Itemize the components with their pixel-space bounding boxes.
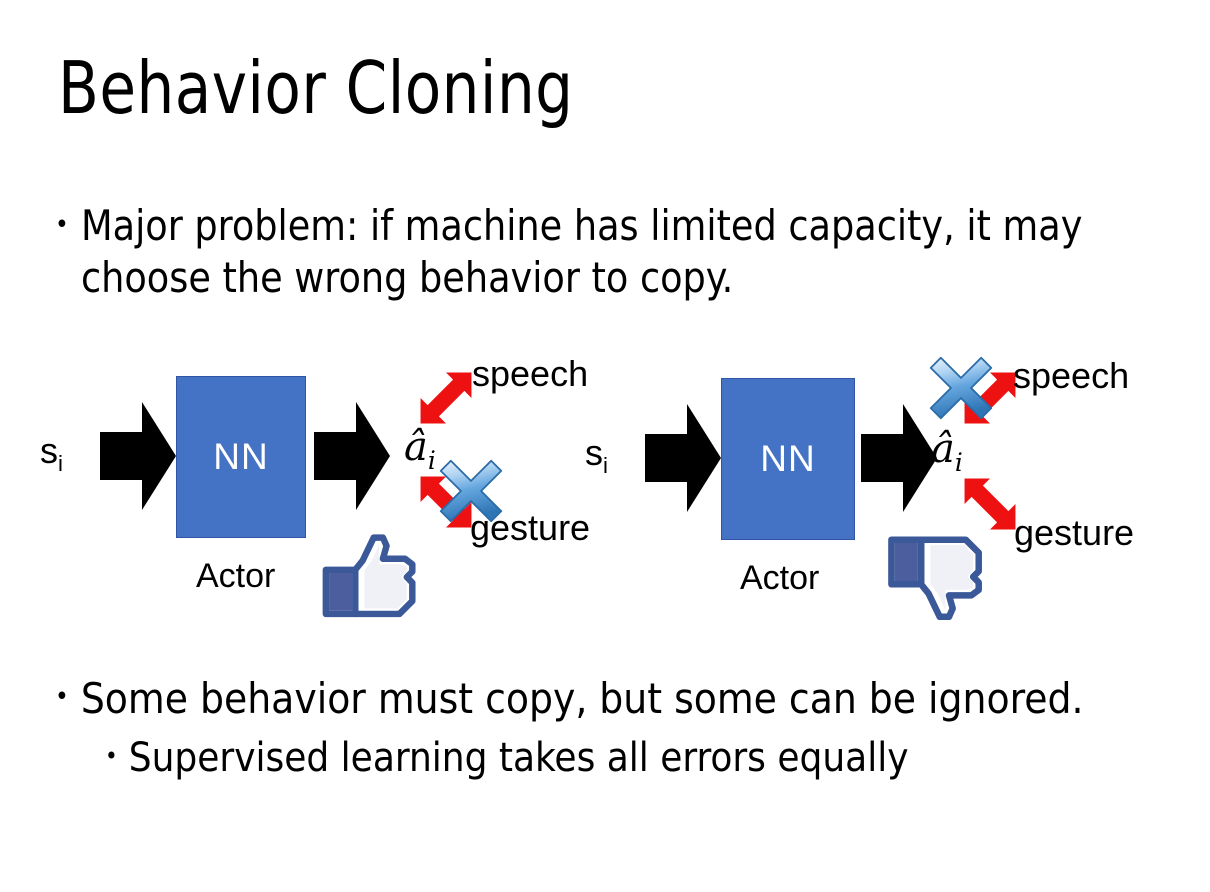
bullet-text: Major problem: if machine has limited ca… bbox=[80, 201, 1083, 302]
state-label-right: si bbox=[585, 432, 608, 479]
output-arrow-right-icon bbox=[861, 398, 937, 518]
gesture-arrow-right-icon bbox=[948, 462, 1032, 546]
bullet-supervised-learning: • Supervised learning takes all errors e… bbox=[105, 732, 1195, 784]
nn-box-right: NN bbox=[721, 378, 855, 540]
thumbs-down-icon bbox=[884, 528, 988, 622]
gesture-label-right: gesture bbox=[1014, 512, 1135, 553]
nn-box-label: NN bbox=[213, 436, 269, 477]
actor-caption-left: Actor bbox=[196, 557, 276, 595]
output-arrow-left-icon bbox=[314, 396, 390, 516]
cross-out-speech-icon bbox=[925, 352, 997, 424]
bullet-marker-icon: • bbox=[55, 210, 69, 240]
bullet-marker-icon: • bbox=[55, 682, 69, 712]
speech-arrow-left-icon bbox=[404, 356, 488, 440]
bullet-major-problem: • Major problem: if machine has limited … bbox=[55, 200, 1145, 304]
gesture-arrow-left-icon bbox=[404, 460, 488, 544]
bullet-text: Supervised learning takes all errors equ… bbox=[128, 735, 909, 781]
action-label-right: âi bbox=[931, 426, 963, 477]
state-label-left: si bbox=[40, 430, 63, 477]
page-title: Behavior Cloning bbox=[58, 46, 574, 130]
input-arrow-right-icon bbox=[645, 398, 721, 518]
action-label-left: âi bbox=[404, 424, 436, 475]
thumbs-up-icon bbox=[318, 533, 422, 625]
nn-box-left: NN bbox=[176, 376, 306, 538]
bullet-some-behavior: • Some behavior must copy, but some can … bbox=[55, 672, 1175, 726]
input-arrow-left-icon bbox=[100, 396, 176, 516]
bullet-text: Some behavior must copy, but some can be… bbox=[80, 674, 1084, 723]
actor-caption-right: Actor bbox=[740, 559, 820, 597]
speech-label-right: speech bbox=[1013, 355, 1130, 396]
cross-out-gesture-icon bbox=[435, 455, 507, 527]
bullet-marker-icon: • bbox=[105, 742, 118, 770]
nn-box-label: NN bbox=[760, 438, 816, 479]
speech-label-left: speech bbox=[472, 353, 589, 394]
